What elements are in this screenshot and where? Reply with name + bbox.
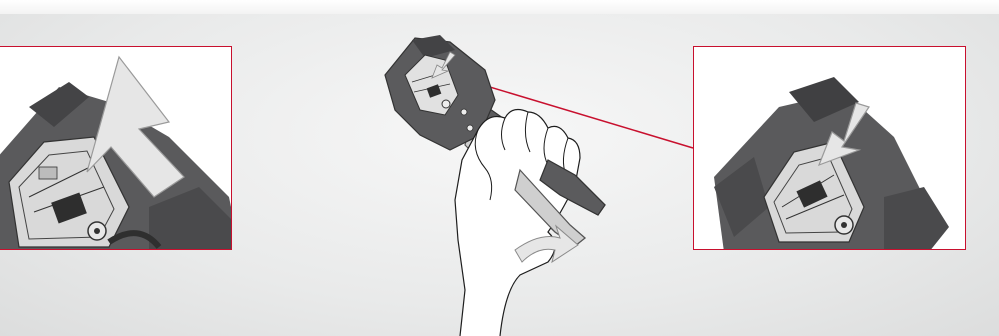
main-illustration bbox=[0, 0, 999, 336]
illustration-stage bbox=[0, 0, 999, 336]
